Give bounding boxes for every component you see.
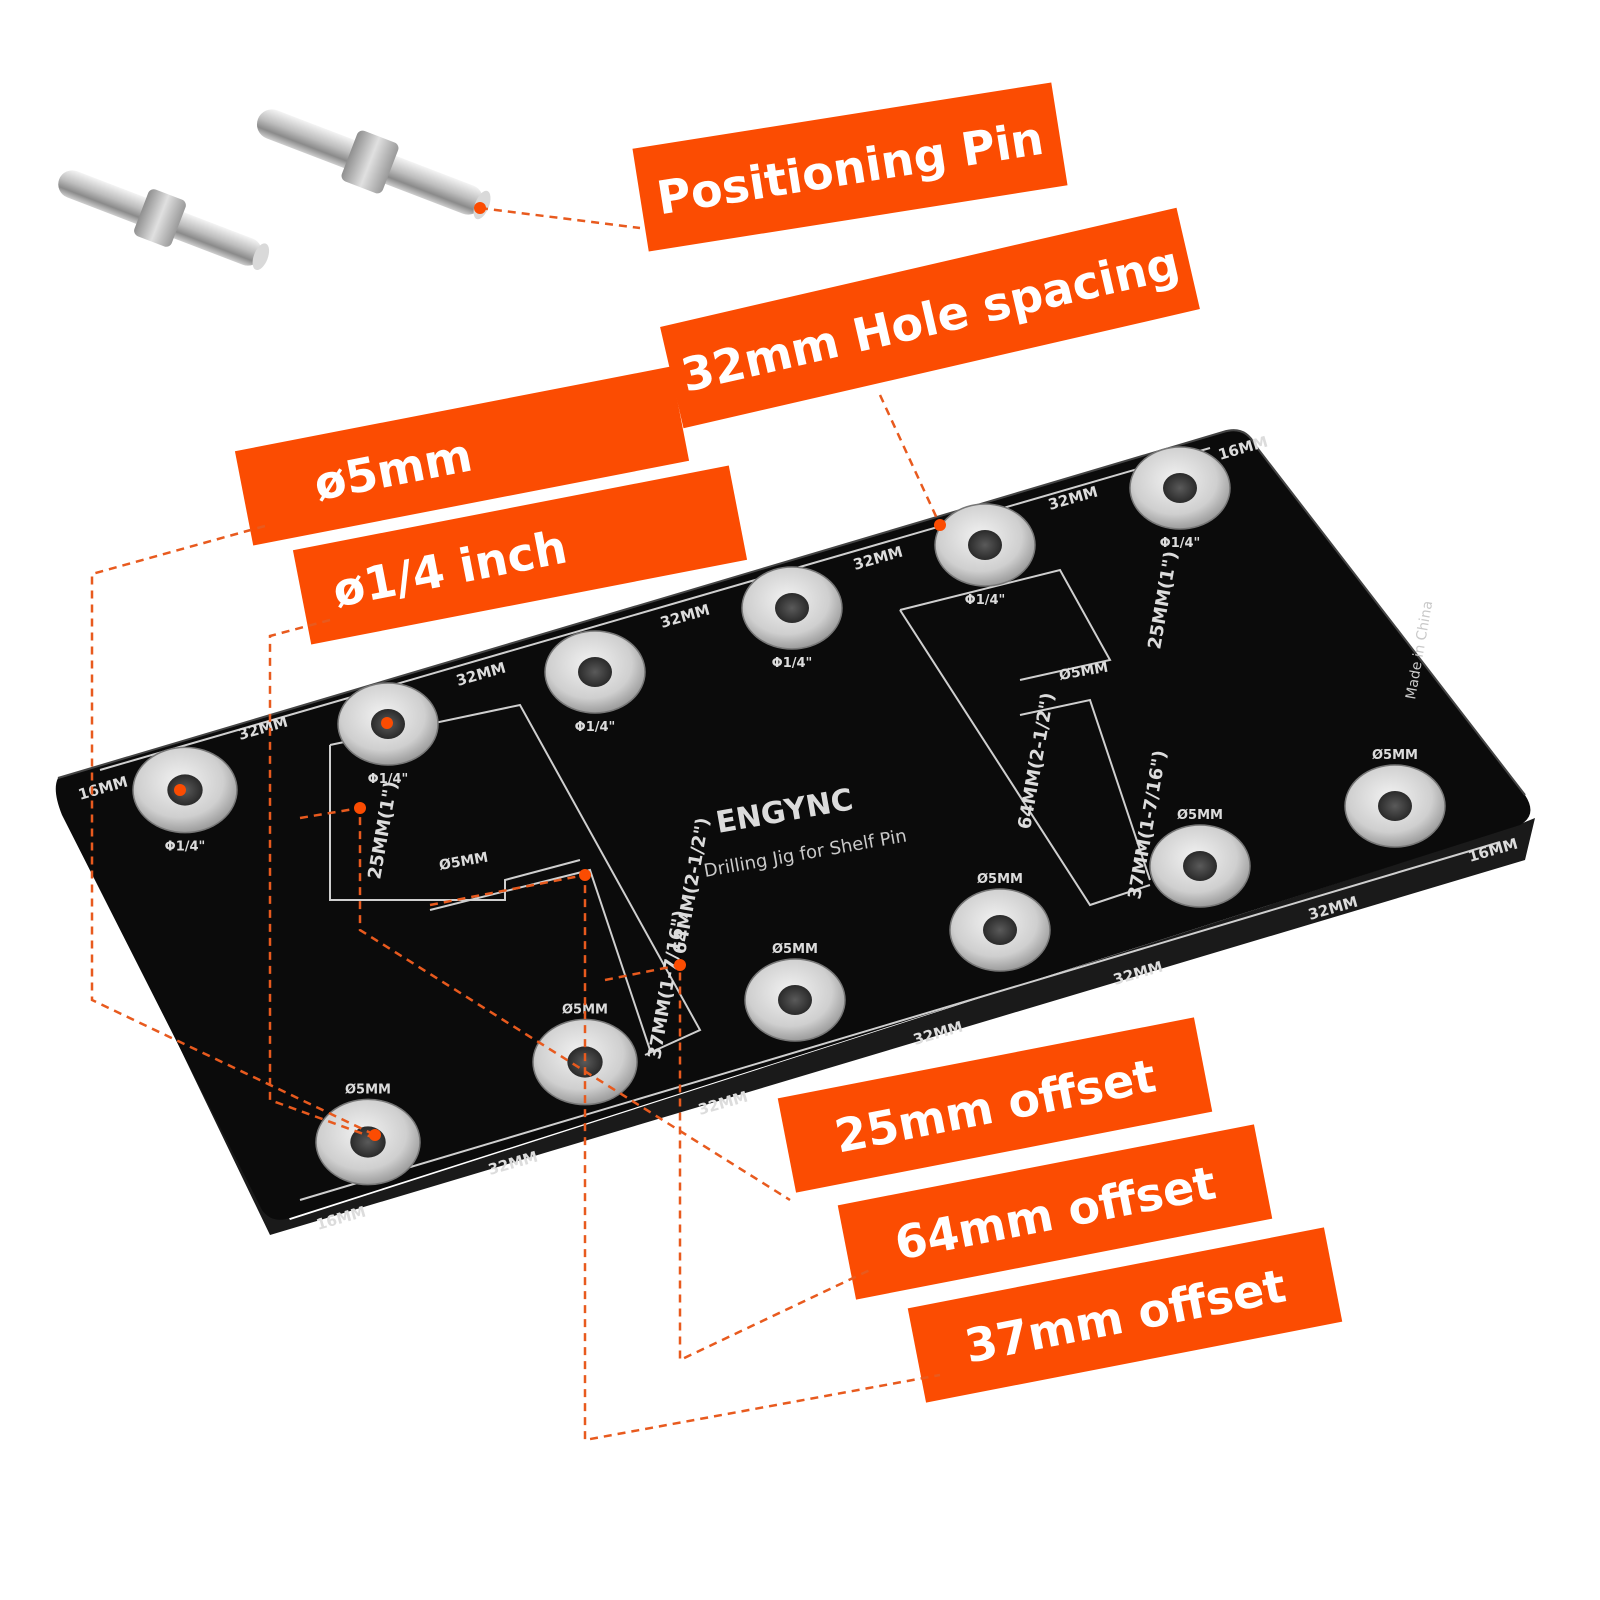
- bushing-label: Ø5MM: [1177, 808, 1223, 823]
- bushing-icon: Ø5MM: [1149, 808, 1251, 908]
- plate-guides: [99, 447, 1501, 1201]
- bushing-icon: Φ1/4": [544, 630, 646, 735]
- bushing-icon: Φ1/4": [1129, 446, 1231, 551]
- leader-dots: [174, 202, 946, 1141]
- bushing-label: Ø5MM: [1372, 748, 1418, 763]
- bushing-label: Ø5MM: [562, 1002, 608, 1017]
- bushing-label: Ø5MM: [345, 1082, 391, 1097]
- callout-hole-spacing: 32mm Hole spacing: [660, 207, 1200, 429]
- bushing-icon: Ø5MM: [532, 1002, 638, 1106]
- bushing-icon: Φ1/4": [741, 566, 843, 671]
- bushing-group: Φ1/4" Φ1/4" Φ1/4" Φ1/4" Φ1/4" Φ1/4" Ø5MM Ø5MM Ø5…: [132, 446, 1446, 1186]
- leader-lines: [90, 206, 942, 1442]
- bushing-label: Φ1/4": [368, 772, 409, 787]
- bushing-label: Ø5MM: [977, 872, 1023, 887]
- positioning-pin-icon: [256, 109, 491, 220]
- bushing-icon: Ø5MM: [949, 872, 1051, 972]
- bushing-label: Φ1/4": [575, 720, 616, 735]
- bushing-label: Φ1/4": [772, 656, 813, 671]
- callout-dia-5mm: ø5mm: [234, 366, 690, 546]
- bushing-icon: Ø5MM: [744, 942, 846, 1042]
- callout-positioning-pin: Positioning Pin: [632, 82, 1068, 252]
- positioning-pin-icon: [58, 170, 270, 271]
- bushing-label: Φ1/4": [165, 840, 206, 855]
- callout-dia-quarter: ø1/4 inch: [292, 465, 748, 645]
- bushing-label: Φ1/4": [965, 593, 1006, 608]
- bushing-icon: Ø5MM: [315, 1082, 421, 1186]
- bushing-label: Φ1/4": [1160, 536, 1201, 551]
- jig-plate: [55, 429, 1535, 1235]
- bushing-icon: Ø5MM: [1344, 748, 1446, 848]
- bushing-icon: Φ1/4": [934, 503, 1036, 608]
- bushing-label: Ø5MM: [772, 942, 818, 957]
